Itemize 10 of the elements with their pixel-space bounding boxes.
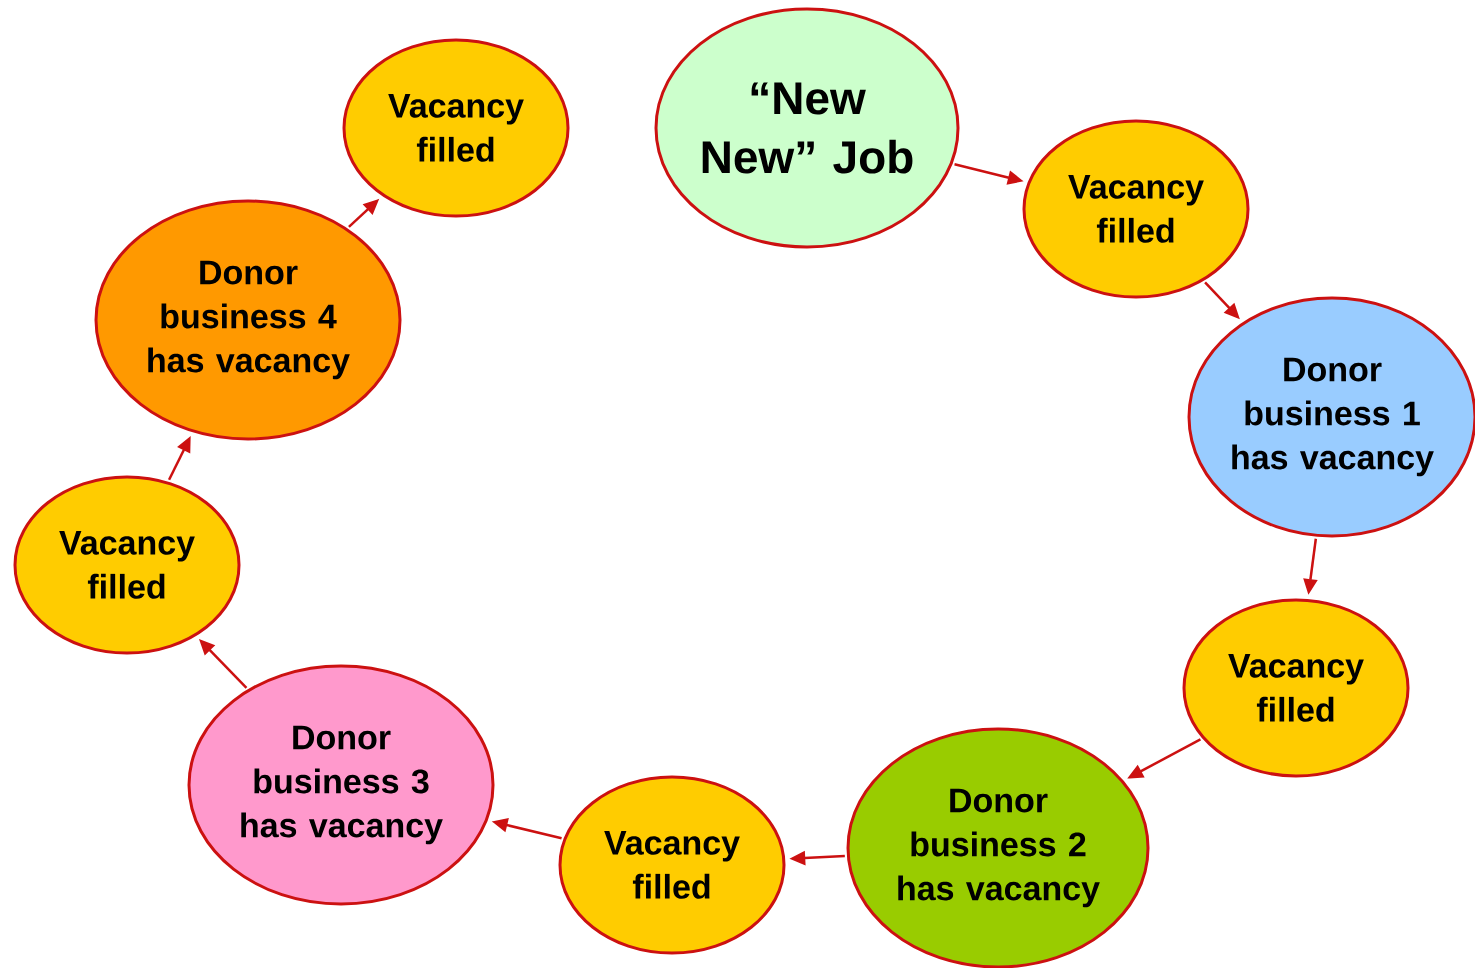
- ellipse-node: Vacancy filled: [13, 475, 241, 655]
- ellipse-node: Donor business 1 has vacancy: [1187, 296, 1475, 538]
- ellipse-node: Vacancy filled: [1022, 119, 1250, 299]
- ellipse-node: Vacancy filled: [1182, 598, 1410, 778]
- ellipse-node: Vacancy filled: [342, 38, 570, 218]
- ellipse-node: Donor business 3 has vacancy: [187, 664, 495, 906]
- ellipse-node: Donor business 4 has vacancy: [94, 199, 402, 441]
- ellipse-node: Donor business 2 has vacancy: [846, 727, 1150, 968]
- ellipse-node: “New New” Job: [654, 7, 960, 249]
- ellipse-node: Vacancy filled: [558, 775, 786, 955]
